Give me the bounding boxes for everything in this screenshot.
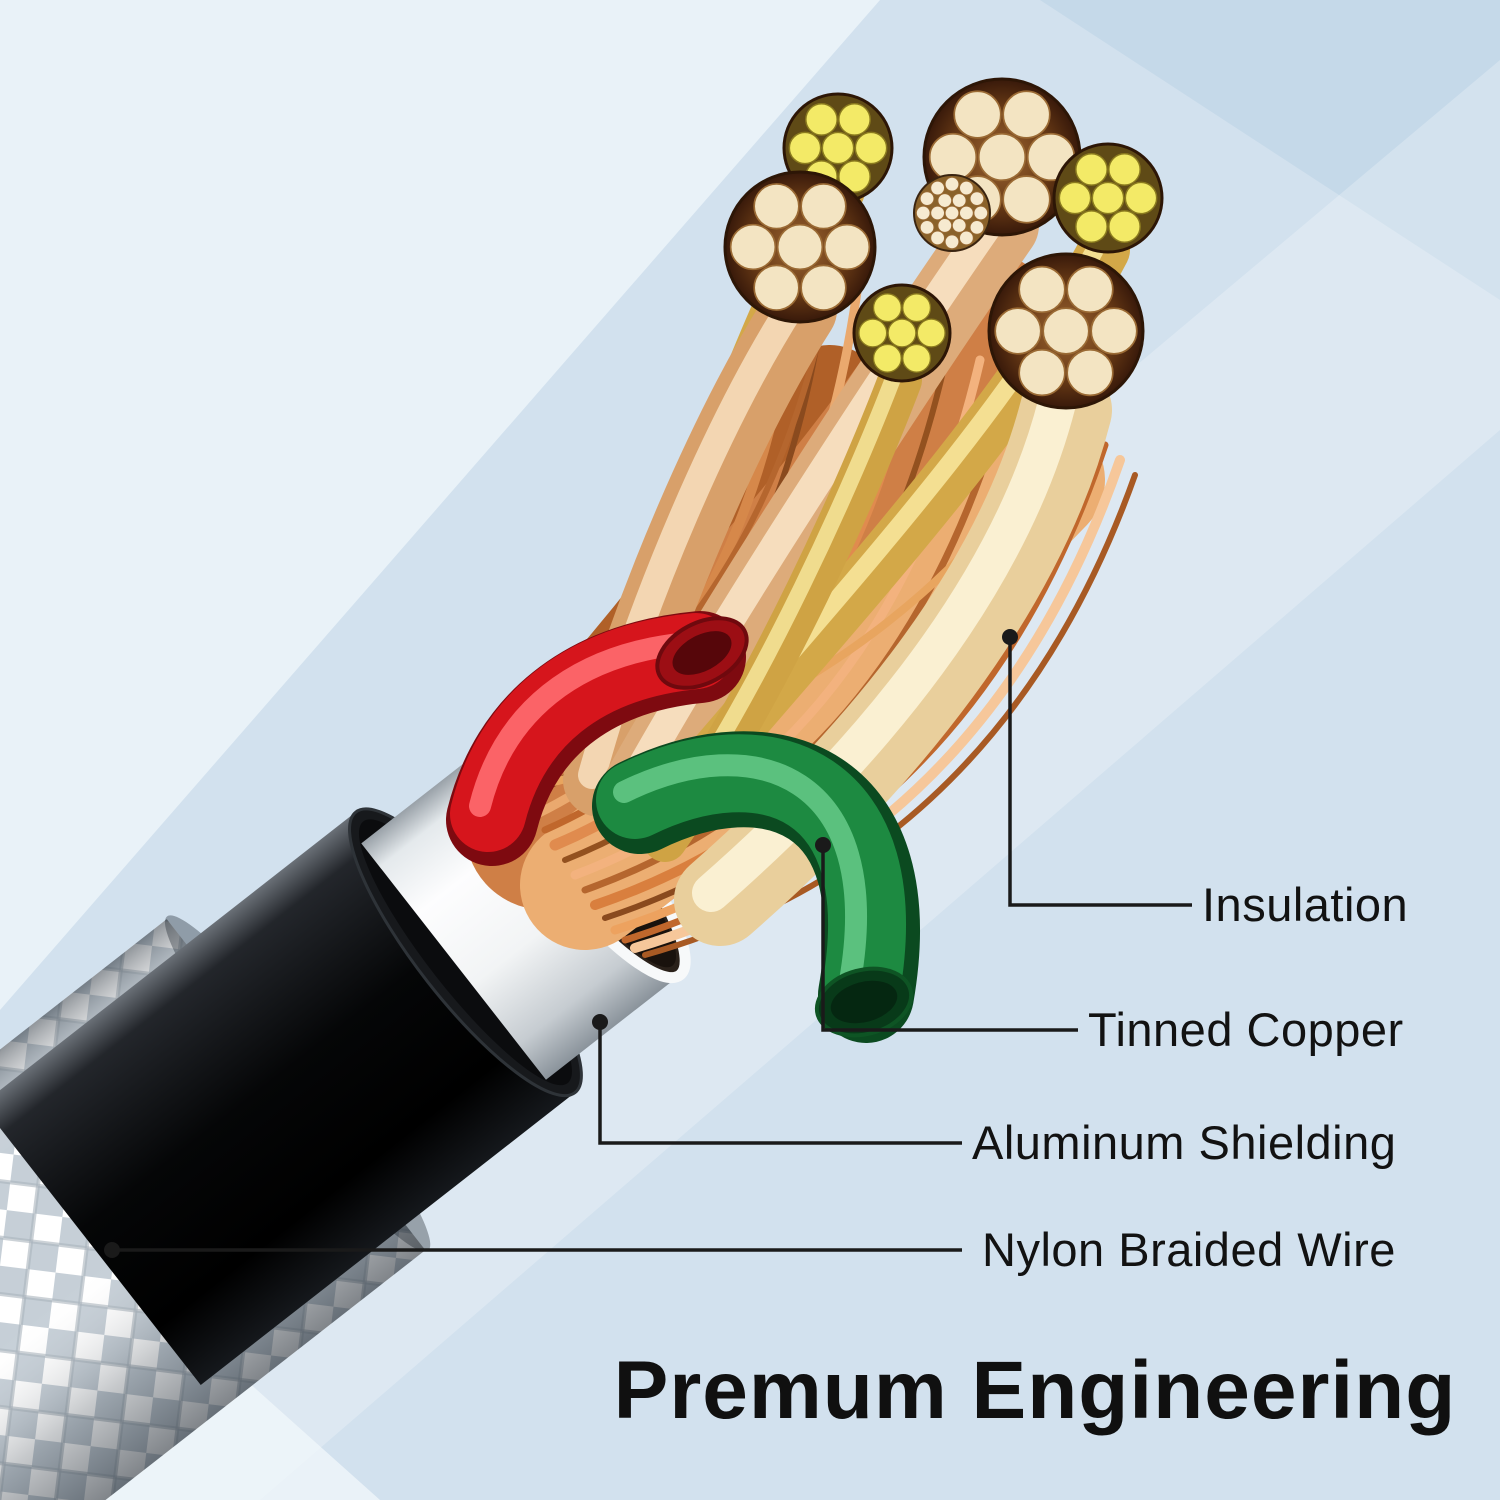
- wire-bundles: [725, 77, 1162, 410]
- leader-insulation: [1002, 629, 1192, 907]
- page-title: Premum Engineering: [613, 1345, 1457, 1436]
- bundle-cream-3: [989, 252, 1143, 410]
- leader-aluminum-shielding: [592, 1014, 962, 1145]
- bundle-cream-2: [725, 170, 875, 324]
- leader-lines: [104, 629, 1192, 1258]
- bundle-fine-strands: [914, 175, 990, 251]
- leader-tinned-copper: [815, 837, 1078, 1032]
- bundle-yellow-3: [854, 283, 950, 383]
- green-wire: [592, 731, 920, 1043]
- bundle-yellow-2: [1054, 142, 1162, 254]
- callout-label-tinned-copper: Tinned Copper: [1088, 1003, 1404, 1056]
- leader-nylon-braided-wire: [104, 1242, 962, 1258]
- callout-label-aluminum-shielding: Aluminum Shielding: [972, 1116, 1397, 1169]
- callout-label-insulation: Insulation: [1202, 878, 1409, 931]
- callout-label-nylon-braided-wire: Nylon Braided Wire: [982, 1223, 1396, 1276]
- red-wire: [446, 611, 749, 866]
